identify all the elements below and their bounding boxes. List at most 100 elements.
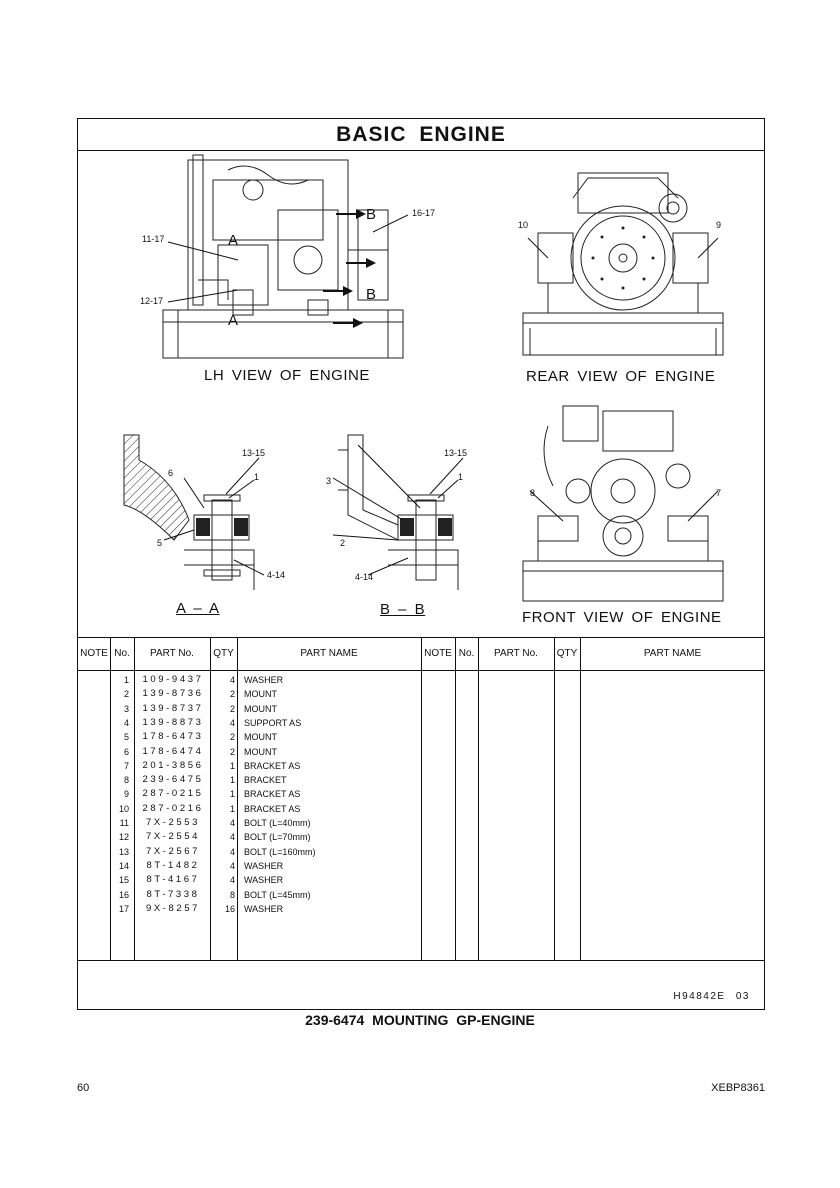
part-number: 178-6473	[142, 731, 204, 743]
callout-13-15-section-b: 13-15	[444, 448, 468, 458]
part-number-index: 1	[123, 675, 129, 685]
quantity: 2	[229, 732, 235, 743]
part-number: 139-8736	[142, 688, 204, 700]
rear-view-drawing	[522, 172, 724, 356]
part-number: 7X-2567	[145, 845, 201, 857]
figure-code: H94842E 03	[673, 991, 750, 1002]
section-a-drawing	[123, 434, 265, 590]
header-part-name-right: PART NAME	[580, 638, 765, 671]
part-name: BRACKET AS	[244, 789, 301, 800]
part-name: MOUNT	[244, 703, 277, 714]
quantity: 4	[229, 875, 235, 886]
part-number: 139-8737	[142, 702, 204, 714]
header-qty-left: QTY	[210, 638, 237, 671]
caption-section-a: A – A	[176, 600, 220, 617]
part-name: BOLT (L=45mm)	[244, 889, 311, 900]
group-title: 239-6474 MOUNTING GP-ENGINE	[305, 1012, 535, 1028]
quantity: 1	[229, 803, 235, 814]
lh-view-drawing	[162, 154, 408, 359]
part-number-index: 11	[119, 818, 129, 828]
part-number: 7X-2553	[145, 817, 201, 828]
part-name: MOUNT	[244, 689, 277, 700]
header-note-right: NOTE	[421, 638, 455, 671]
quantity: 8	[229, 889, 235, 900]
part-number: 178-6474	[142, 745, 204, 757]
part-number-index: 10	[118, 803, 129, 814]
part-number-index: 4	[123, 717, 129, 728]
part-name: BRACKET	[244, 775, 287, 786]
col-divider	[237, 638, 238, 961]
part-number-index: 7	[123, 760, 129, 771]
quantity: 4	[229, 846, 235, 857]
page-number: 60	[77, 1082, 90, 1094]
callout-6: 6	[168, 468, 174, 478]
part-number: 8T-7338	[146, 888, 200, 900]
quantity: 1	[229, 775, 235, 786]
quantity: 16	[224, 903, 235, 914]
quantity: 4	[229, 675, 235, 685]
callout-11-17: 11-17	[142, 234, 165, 244]
part-number-index: 17	[118, 903, 129, 914]
part-name: WASHER	[244, 903, 284, 914]
caption-front-view: FRONT VIEW OF ENGINE	[522, 609, 722, 626]
part-name: WASHER	[244, 860, 284, 871]
sheet-footer: H94842E 03	[78, 960, 764, 1010]
col-divider	[580, 638, 581, 961]
callout-13-15-section-a: 13-15	[242, 448, 266, 458]
section-marker-b-top: B	[366, 206, 377, 223]
part-number-index: 12	[118, 832, 129, 843]
part-name: BOLT (L=70mm)	[244, 832, 311, 843]
part-number: 7X-2554	[145, 831, 201, 843]
illustration-area: 11-17 12-17 16-17 A A B B LH VIEW OF ENG…	[78, 150, 764, 637]
parts-table: NOTE No. PART No. QTY PART NAME NOTE No.…	[78, 637, 765, 961]
part-name: MOUNT	[244, 732, 277, 743]
table-row: 10 287-0216 1 BRACKET AS	[78, 802, 764, 816]
header-no-right: No.	[455, 638, 478, 671]
sheet-title: BASIC ENGINE	[78, 119, 764, 151]
part-number: 139-8873	[142, 716, 204, 728]
document-code: XEBP8361	[711, 1082, 765, 1094]
callout-5: 5	[157, 538, 163, 548]
callout-4-14-section-a: 4-14	[267, 570, 286, 580]
table-row: 16 8T-7338 8 BOLT (L=45mm)	[78, 888, 764, 902]
quantity: 4	[229, 832, 235, 843]
part-name: BRACKET AS	[244, 803, 301, 814]
table-row: 2 139-8736 2 MOUNT	[78, 687, 764, 701]
col-divider	[478, 638, 479, 961]
callout-4-14-section-b: 4-14	[355, 572, 374, 582]
callout-10: 10	[518, 220, 529, 230]
part-name: WASHER	[244, 875, 284, 886]
quantity: 4	[229, 860, 235, 871]
part-name: WASHER	[244, 675, 284, 685]
col-divider	[110, 638, 111, 961]
col-divider	[421, 638, 422, 961]
quantity: 2	[229, 703, 235, 714]
callout-3: 3	[326, 476, 332, 486]
part-number-index: 6	[123, 746, 129, 757]
col-divider	[210, 638, 211, 961]
header-part-no-left: PART No.	[134, 638, 210, 671]
callout-2: 2	[340, 538, 346, 548]
part-number: 287-0216	[142, 802, 204, 814]
part-number-index: 16	[118, 889, 129, 900]
part-number-index: 2	[123, 689, 129, 700]
quantity: 1	[229, 760, 235, 771]
part-number-index: 8	[123, 775, 129, 786]
quantity: 2	[229, 689, 235, 700]
callout-1-section-a: 1	[254, 472, 260, 482]
part-name: BOLT (L=40mm)	[244, 818, 311, 828]
header-no-left: No.	[110, 638, 134, 671]
callout-1-section-b: 1	[458, 472, 464, 482]
section-b-drawing	[332, 434, 464, 590]
header-qty-right: QTY	[554, 638, 580, 671]
section-marker-a-bottom: A	[228, 312, 239, 329]
